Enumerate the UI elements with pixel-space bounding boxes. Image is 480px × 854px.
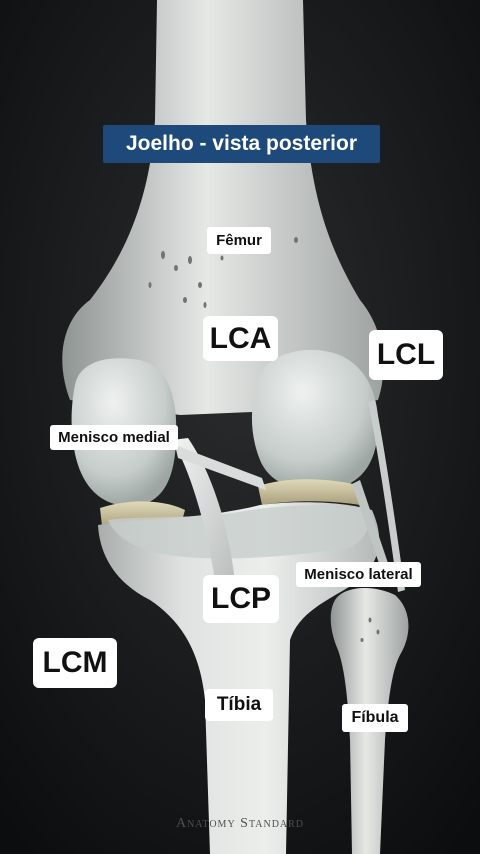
label-lcm: LCM bbox=[33, 638, 117, 688]
label-lcp: LCP bbox=[203, 575, 279, 623]
page-title: Joelho - vista posterior bbox=[103, 125, 380, 163]
label-menisco-medial: Menisco medial bbox=[50, 425, 178, 450]
ligaments bbox=[172, 400, 405, 592]
label-femur: Fêmur bbox=[207, 227, 271, 254]
label-lcl: LCL bbox=[369, 330, 443, 380]
watermark: Anatomy Standard bbox=[175, 816, 305, 831]
tibia bbox=[98, 502, 380, 854]
label-menisco-lateral: Menisco lateral bbox=[296, 562, 421, 587]
label-lca: LCA bbox=[203, 316, 278, 361]
label-fibula: Fíbula bbox=[342, 704, 408, 732]
femur bbox=[62, 0, 384, 415]
label-tibia: Tíbia bbox=[205, 689, 273, 721]
